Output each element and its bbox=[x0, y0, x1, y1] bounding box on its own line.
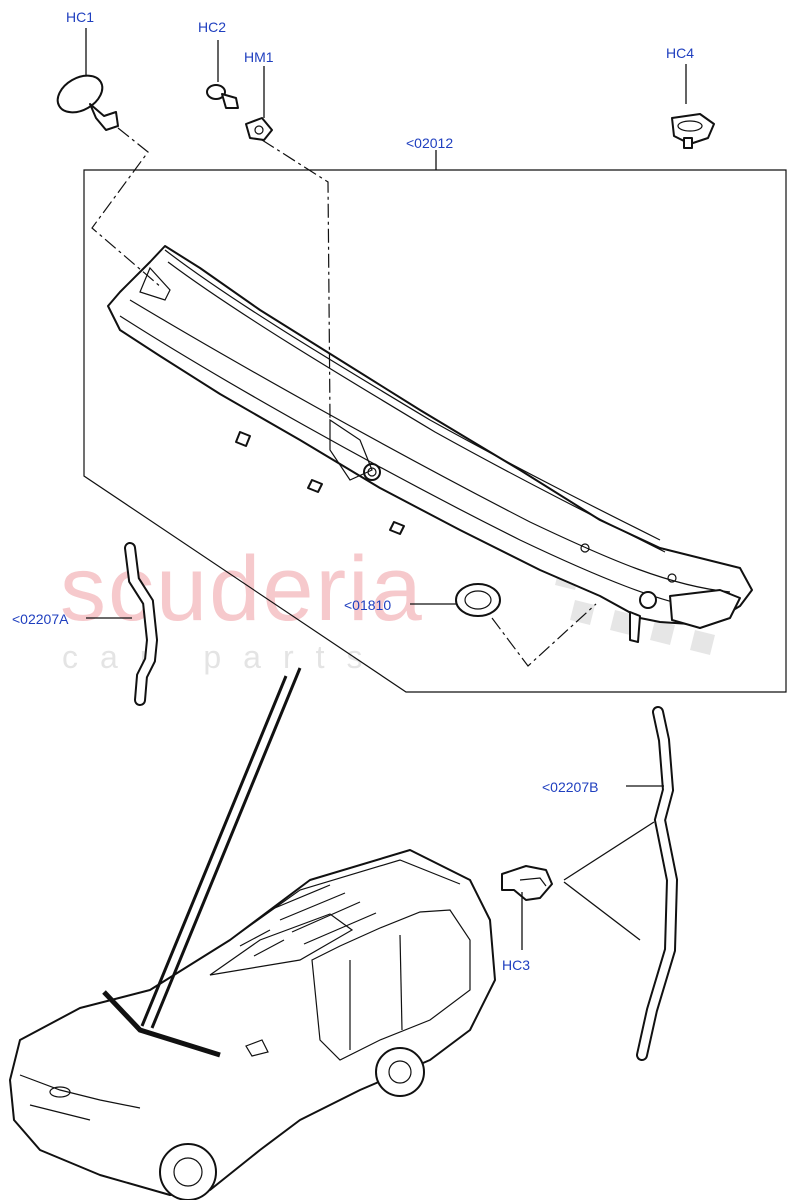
assembly-outline bbox=[83, 169, 787, 693]
leader-lines bbox=[85, 28, 687, 1029]
hm1-nut bbox=[245, 117, 273, 141]
label-hc4: HC4 bbox=[666, 45, 694, 61]
callout-labels: HC1 HC2 HM1 HC4 <02012 <02207A <01810 <0… bbox=[12, 9, 694, 973]
cowl-panel bbox=[107, 245, 753, 643]
hc3-clip bbox=[501, 865, 553, 901]
label-hose-b: <02207B bbox=[542, 779, 598, 795]
label-grommet: <01810 bbox=[344, 597, 391, 613]
label-hc3: HC3 bbox=[502, 957, 530, 973]
watermark-tagline: car parts bbox=[62, 639, 384, 675]
label-hc2: HC2 bbox=[198, 19, 226, 35]
label-hose-a: <02207A bbox=[12, 611, 69, 627]
hc1-clip bbox=[56, 74, 119, 131]
label-hc1: HC1 bbox=[66, 9, 94, 25]
connector-lines bbox=[91, 127, 597, 667]
hc2-clip bbox=[206, 84, 239, 109]
grommet-01810 bbox=[455, 583, 501, 617]
watermark-brand: scuderia bbox=[60, 538, 424, 640]
vehicle-illustration bbox=[9, 849, 496, 1200]
drain-hose-b bbox=[636, 706, 679, 1061]
drain-hose-a bbox=[124, 542, 159, 706]
hc4-clip bbox=[671, 113, 715, 149]
label-hm1: HM1 bbox=[244, 49, 274, 65]
label-assembly: <02012 bbox=[406, 135, 453, 151]
